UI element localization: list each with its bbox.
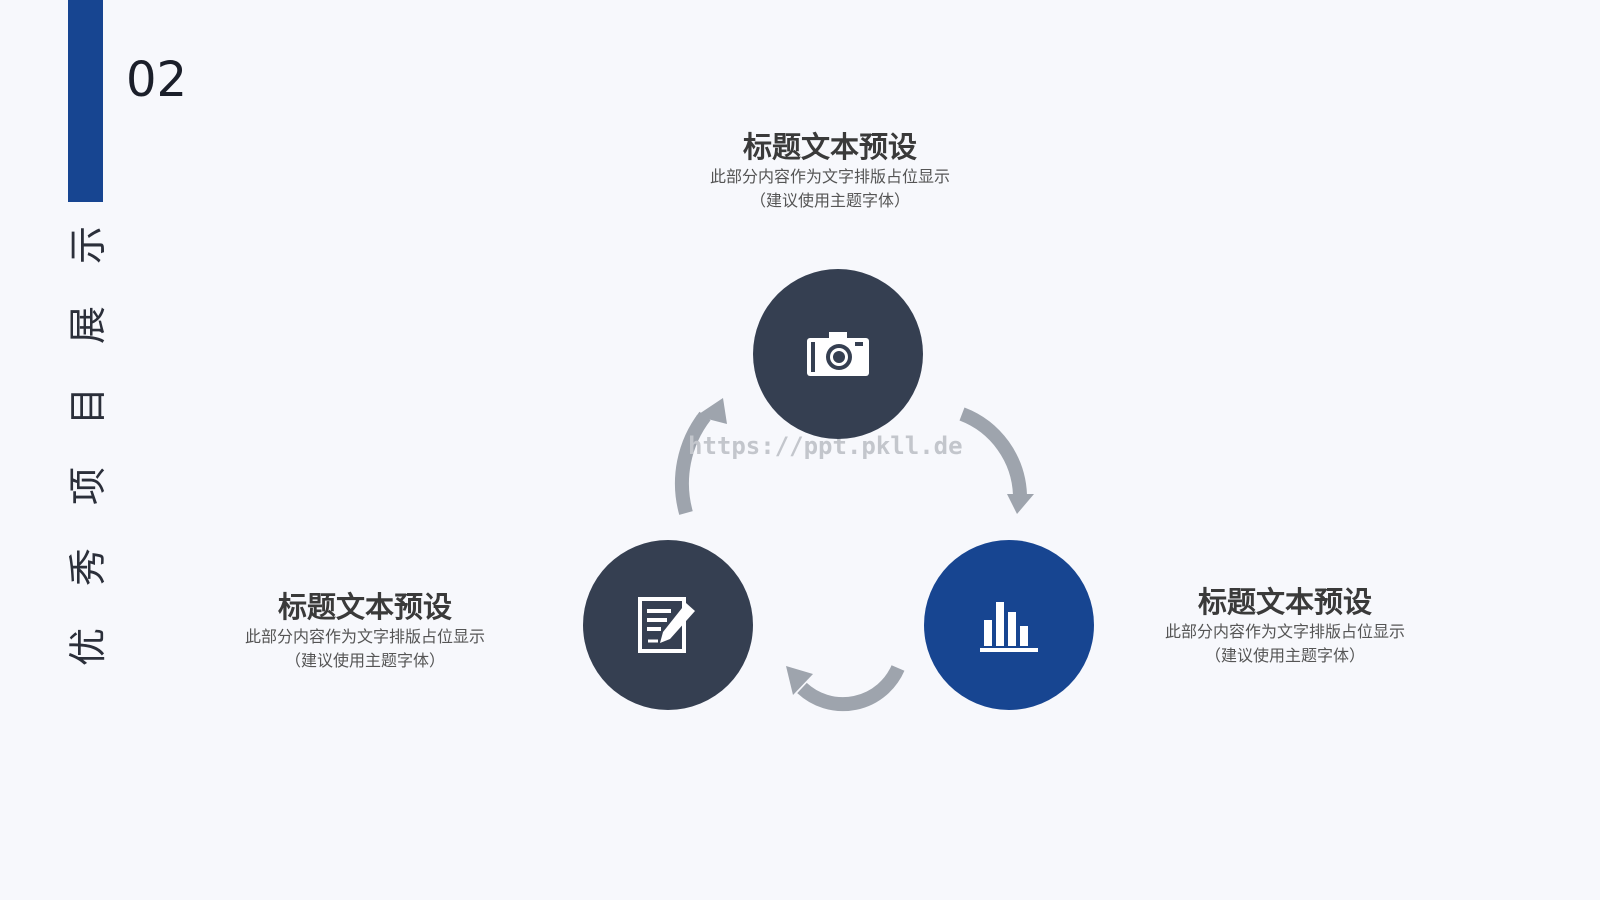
- item-title: 标题文本预设: [742, 130, 917, 164]
- item-title: 标题文本预设: [277, 590, 452, 624]
- item-desc: 此部分内容作为文字排版占位显示: [709, 166, 950, 186]
- top-text-block: 标题文本预设 此部分内容作为文字排版占位显示 （建议使用主题字体）: [680, 130, 980, 213]
- item-desc-note: （建议使用主题字体）: [749, 190, 910, 210]
- arrowhead-left: [696, 398, 727, 424]
- edit-document-icon: [638, 597, 695, 653]
- item-desc-note: （建议使用主题字体）: [284, 650, 445, 670]
- right-text-block: 标题文本预设 此部分内容作为文字排版占位显示 （建议使用主题字体）: [1135, 585, 1435, 668]
- top-circle: [753, 269, 923, 439]
- item-desc-note: （建议使用主题字体）: [1204, 645, 1365, 665]
- item-desc: 此部分内容作为文字排版占位显示: [244, 626, 485, 646]
- accent-bar: [68, 0, 103, 202]
- camera-icon: [807, 332, 869, 376]
- left-text-block: 标题文本预设 此部分内容作为文字排版占位显示 （建议使用主题字体）: [215, 590, 515, 673]
- arrowhead-right: [1007, 494, 1034, 514]
- right-circle: [924, 540, 1094, 710]
- arrow-left-up: [675, 411, 711, 515]
- left-circle: [583, 540, 753, 710]
- bar-chart-icon: [980, 602, 1038, 652]
- item-title: 标题文本预设: [1197, 585, 1372, 619]
- section-number: 02: [126, 52, 188, 108]
- arrowhead-bottom: [786, 666, 813, 695]
- arrow-right-down: [959, 407, 1027, 496]
- arrow-bottom-left: [797, 664, 905, 712]
- item-desc: 此部分内容作为文字排版占位显示: [1164, 621, 1405, 641]
